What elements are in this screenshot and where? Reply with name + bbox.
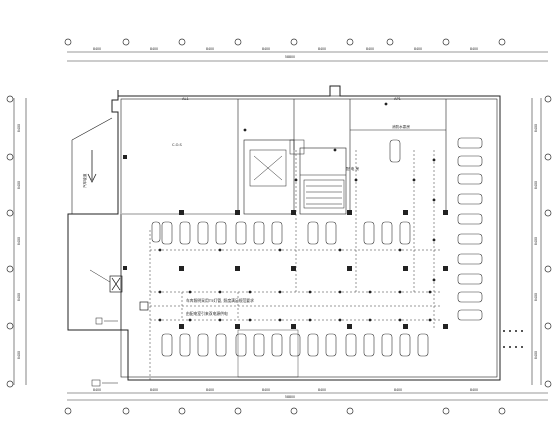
right-dimension-line xyxy=(531,98,542,385)
ramp-label: 汽车坡道 xyxy=(82,173,87,188)
top-dim-6: 8400 xyxy=(366,47,374,51)
design-note-line-1: 车库照明采用T5灯管, 照度满足规范要求 xyxy=(186,298,254,303)
legend-symbols xyxy=(91,317,118,387)
bottom-dim-3: 8400 xyxy=(206,388,214,392)
right-dim-1: 8400 xyxy=(534,124,538,132)
bottom-dimension-line xyxy=(67,392,548,401)
left-dim-4: 8400 xyxy=(17,293,21,301)
right-dim-4: 8400 xyxy=(534,293,538,301)
right-dim-2: 8400 xyxy=(534,181,538,189)
bottom-dim-2: 8400 xyxy=(150,388,158,392)
light-fixtures xyxy=(158,102,436,322)
bottom-total: 58800 xyxy=(285,395,295,399)
left-axis-markers xyxy=(6,95,14,388)
bottom-axis-markers xyxy=(64,407,506,415)
top-dim-8: 8400 xyxy=(470,47,478,51)
structural-columns xyxy=(123,85,448,329)
left-dim-5: 8400 xyxy=(17,351,21,359)
bottom-dim-6: 8400 xyxy=(394,388,402,392)
top-dimension-line xyxy=(67,51,548,62)
parking-row-lower xyxy=(161,333,429,357)
distribution-panel xyxy=(89,269,149,311)
top-dim-5: 8400 xyxy=(318,47,326,51)
top-axis-markers xyxy=(64,38,506,46)
left-dim-2: 8400 xyxy=(17,181,21,189)
bottom-dim-5: 8400 xyxy=(318,388,326,392)
bottom-dim-4: 8400 xyxy=(262,388,270,392)
room-label-cos: C.O.S xyxy=(172,143,182,147)
top-dim-1: 8400 xyxy=(93,47,101,51)
left-dim-1: 8400 xyxy=(17,124,21,132)
bottom-dim-1: 8400 xyxy=(93,388,101,392)
top-dim-7: 8400 xyxy=(414,47,422,51)
design-note-line-2: 由配电室引来双电源供电 xyxy=(186,311,228,316)
left-dim-3: 8400 xyxy=(17,237,21,245)
room-label-pump: 消防水泵房 xyxy=(392,124,410,129)
bottom-dim-7: 8400 xyxy=(470,388,478,392)
ramp-arrow xyxy=(87,150,97,183)
panel-tag-ap1: AP1 xyxy=(394,97,401,101)
parking-misc xyxy=(151,139,401,243)
room-label-substation: 配 电 房 xyxy=(346,166,359,171)
top-dim-4: 8400 xyxy=(262,47,270,51)
right-dim-3: 8400 xyxy=(534,237,538,245)
left-dimension-line xyxy=(13,98,27,385)
panel-tag-al1: AL1 xyxy=(182,97,189,101)
top-dim-2: 8400 xyxy=(150,47,158,51)
building-walls xyxy=(67,85,501,381)
parking-column-right xyxy=(457,137,483,321)
lighting-circuits xyxy=(149,150,440,380)
right-dim-5: 8400 xyxy=(534,351,538,359)
right-edge-marks xyxy=(503,330,523,348)
right-axis-markers xyxy=(544,95,552,388)
parking-row-upper xyxy=(161,221,411,245)
top-total: 58800 xyxy=(285,55,295,59)
switchgear-cluster xyxy=(249,139,345,209)
top-dim-3: 8400 xyxy=(206,47,214,51)
